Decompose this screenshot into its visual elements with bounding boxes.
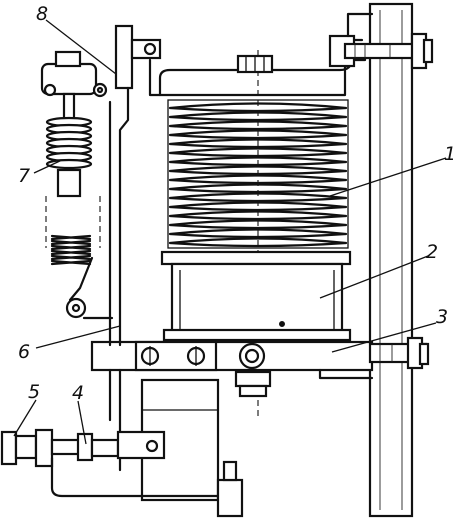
callout-7: 7 [18,165,30,187]
top-yoke [148,12,434,97]
callout-3: 3 [436,306,448,328]
coil-turn [168,147,348,158]
lower-contacts [0,378,244,518]
coil-turn [168,138,348,149]
spring-assembly [40,50,114,320]
coil-turn [168,111,348,122]
spring-turn [50,254,92,261]
coil-spring [167,99,349,249]
coil-turn [168,228,348,239]
coil-turn [168,219,348,230]
magnet-core [160,250,352,342]
armature-lever [108,24,162,472]
spring-turn [50,239,92,246]
coil-turn [168,156,348,167]
coil-turn [168,165,348,176]
frame-post [368,2,414,518]
coil-turn [168,129,348,140]
spring-lower-coils [50,234,92,266]
coil-turn [168,183,348,194]
callout-5: 5 [28,381,40,403]
spring-turn [50,244,92,251]
spring-turn [50,234,92,241]
callout-leaders [13,19,447,445]
spring-turn [50,259,92,266]
coil-turn [168,120,348,131]
callout-1: 1 [444,143,453,165]
callout-4: 4 [72,382,84,404]
coil-turn [168,237,348,248]
base-plate [90,336,430,398]
spring-upper-coils [45,116,93,170]
coil-turns [168,102,348,248]
coil-turn [168,102,348,113]
spring-turn [50,249,92,256]
callout-6: 6 [18,341,30,363]
callout-2: 2 [426,241,438,263]
coil-turn [168,201,348,212]
coil-turn [168,192,348,203]
coil-turn [168,174,348,185]
callout-labels: 1 2 3 4 5 6 7 8 [18,3,453,404]
callout-8: 8 [36,3,48,25]
coil-turn [168,210,348,221]
